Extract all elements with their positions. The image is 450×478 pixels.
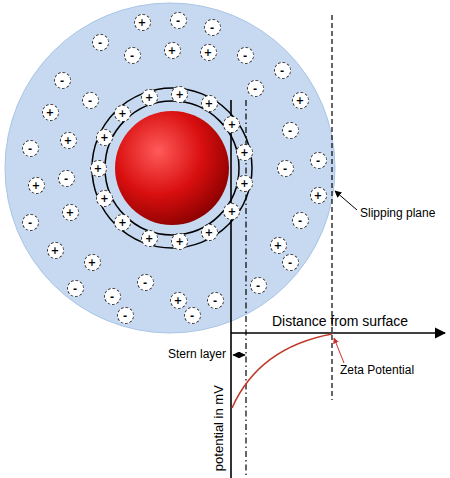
ion-sign: - <box>124 47 141 64</box>
ion-sign: + <box>134 14 151 31</box>
axis-label: Distance from surface <box>272 314 408 329</box>
ion-sign: + <box>171 86 188 103</box>
ion-sign: - <box>137 274 154 291</box>
ion-sign: + <box>60 132 77 149</box>
ion-sign: + <box>96 190 113 207</box>
slipping-plane-line <box>331 15 332 400</box>
ion-sign: + <box>84 254 101 271</box>
ion-sign: + <box>236 144 253 161</box>
ion-sign: - <box>92 34 109 51</box>
ion-sign: + <box>47 242 64 259</box>
zeta-leader <box>334 338 344 363</box>
ion-sign: - <box>22 140 39 157</box>
ion-sign: - <box>204 19 221 36</box>
ion-sign: + <box>292 92 309 109</box>
distance-axis <box>231 332 445 334</box>
ion-sign: + <box>90 160 107 177</box>
ion-sign: - <box>67 280 84 297</box>
ion-sign: + <box>62 204 79 221</box>
diffuse-layer <box>5 3 335 333</box>
stern-arrow <box>233 355 245 356</box>
ion-sign: - <box>117 307 134 324</box>
ion-sign: - <box>250 277 267 294</box>
particle <box>115 111 229 225</box>
ion-sign: - <box>54 72 71 89</box>
axis-label: potential in mV <box>212 385 226 471</box>
potential-curve <box>232 334 332 408</box>
ion-sign: - <box>82 92 99 109</box>
ion-sign: - <box>104 288 121 305</box>
ion-sign: - <box>170 12 187 29</box>
slipping-plane-label: Slipping plane <box>360 207 435 220</box>
ion-sign: - <box>22 214 39 231</box>
ion-sign: - <box>207 292 224 309</box>
ion-sign: - <box>282 254 299 271</box>
ion-sign: + <box>164 42 181 59</box>
ion-sign: + <box>310 187 327 204</box>
stern-ring <box>105 101 239 235</box>
ion-sign: - <box>274 62 291 79</box>
ion-sign: + <box>114 105 131 122</box>
ion-sign: + <box>200 44 217 61</box>
ion-sign: - <box>237 47 254 64</box>
ion-sign: - <box>310 152 327 169</box>
slipping-ring <box>92 88 252 248</box>
ion-sign: + <box>236 175 253 192</box>
ion-sign: - <box>58 170 75 187</box>
ion-sign: + <box>201 224 218 241</box>
ion-sign: - <box>277 160 294 177</box>
ion-sign: + <box>42 104 59 121</box>
ion-sign: + <box>141 89 158 106</box>
ion-sign: - <box>247 80 264 97</box>
stern-layer-label: Stern layer <box>168 348 226 361</box>
ion-sign: + <box>201 95 218 112</box>
ion-sign: - <box>282 122 299 139</box>
ion-sign: + <box>141 230 158 247</box>
ion-sign: + <box>170 292 187 309</box>
slipping-leader <box>335 191 357 210</box>
ion-sign: + <box>28 177 45 194</box>
ion-sign: - <box>184 307 201 324</box>
ion-sign: + <box>270 237 287 254</box>
zeta-potential-label: Zeta Potential <box>340 364 414 377</box>
ion-sign: - <box>292 212 309 229</box>
potential-axis <box>230 100 232 478</box>
